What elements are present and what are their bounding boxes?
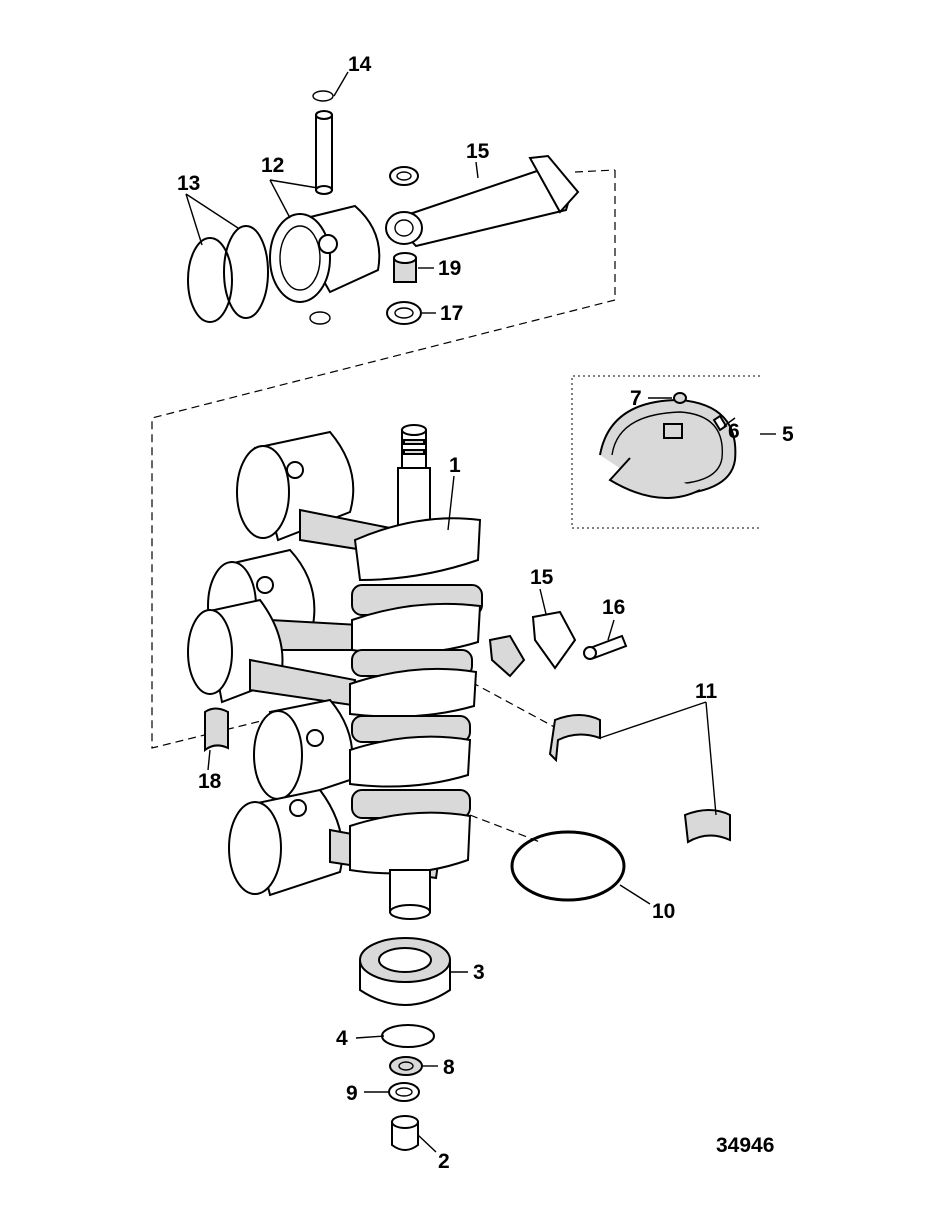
callout-12: 12 — [261, 154, 284, 177]
callout-6: 6 — [728, 420, 740, 443]
callout-9: 9 — [346, 1082, 358, 1105]
callout-19: 19 — [438, 257, 461, 280]
connecting-rod-15 — [385, 154, 580, 248]
callout-11: 11 — [695, 680, 718, 703]
callout-16: 16 — [602, 596, 625, 619]
callout-15-lower: 15 — [530, 566, 554, 589]
callout-3: 3 — [473, 961, 485, 984]
callout-13: 13 — [177, 172, 200, 195]
sleeve-2 — [391, 1115, 419, 1151]
callout-17: 17 — [440, 302, 463, 325]
thrust-washer-17 — [386, 301, 422, 325]
callout-numbers: 14 12 13 15 19 17 1 7 6 5 15 16 11 18 10… — [177, 53, 794, 1173]
callout-7: 7 — [630, 387, 642, 410]
piston-pin-12 — [315, 110, 333, 195]
crank-assembly-pistons — [187, 430, 442, 897]
top-piston-12 — [269, 204, 381, 325]
needle-bearing-19 — [393, 252, 417, 283]
callout-18: 18 — [198, 770, 222, 793]
screw-6 — [712, 414, 728, 432]
callout-10: 10 — [652, 900, 675, 923]
bearing-clip-18 — [204, 707, 229, 753]
crankshaft-1 — [349, 424, 483, 920]
callout-2: 2 — [438, 1150, 450, 1173]
callout-15-top: 15 — [466, 140, 490, 163]
snap-ring-10 — [510, 830, 626, 902]
main-bearing-5 — [599, 398, 737, 499]
connecting-rod-cap-15 — [488, 610, 577, 678]
piston-pin-lock-ring-14 — [312, 90, 334, 102]
seal-8 — [389, 1056, 423, 1076]
ball-bearing-3 — [359, 937, 451, 1006]
callout-14: 14 — [348, 53, 372, 76]
callout-leader-lines — [185, 71, 776, 1153]
retaining-ring-4 — [381, 1024, 435, 1048]
bearing-halves-11 — [548, 714, 731, 844]
callout-1: 1 — [449, 454, 461, 477]
dashed-boundary-lines — [151, 169, 616, 843]
figure-number: 34946 — [716, 1134, 774, 1157]
piston-rings-13 — [187, 225, 269, 323]
callout-5: 5 — [782, 423, 794, 446]
rod-bolt-16 — [583, 634, 628, 660]
dowel-pin-7 — [673, 392, 687, 404]
washer-9 — [388, 1082, 420, 1102]
callout-4: 4 — [336, 1027, 348, 1050]
callout-8: 8 — [443, 1056, 455, 1079]
